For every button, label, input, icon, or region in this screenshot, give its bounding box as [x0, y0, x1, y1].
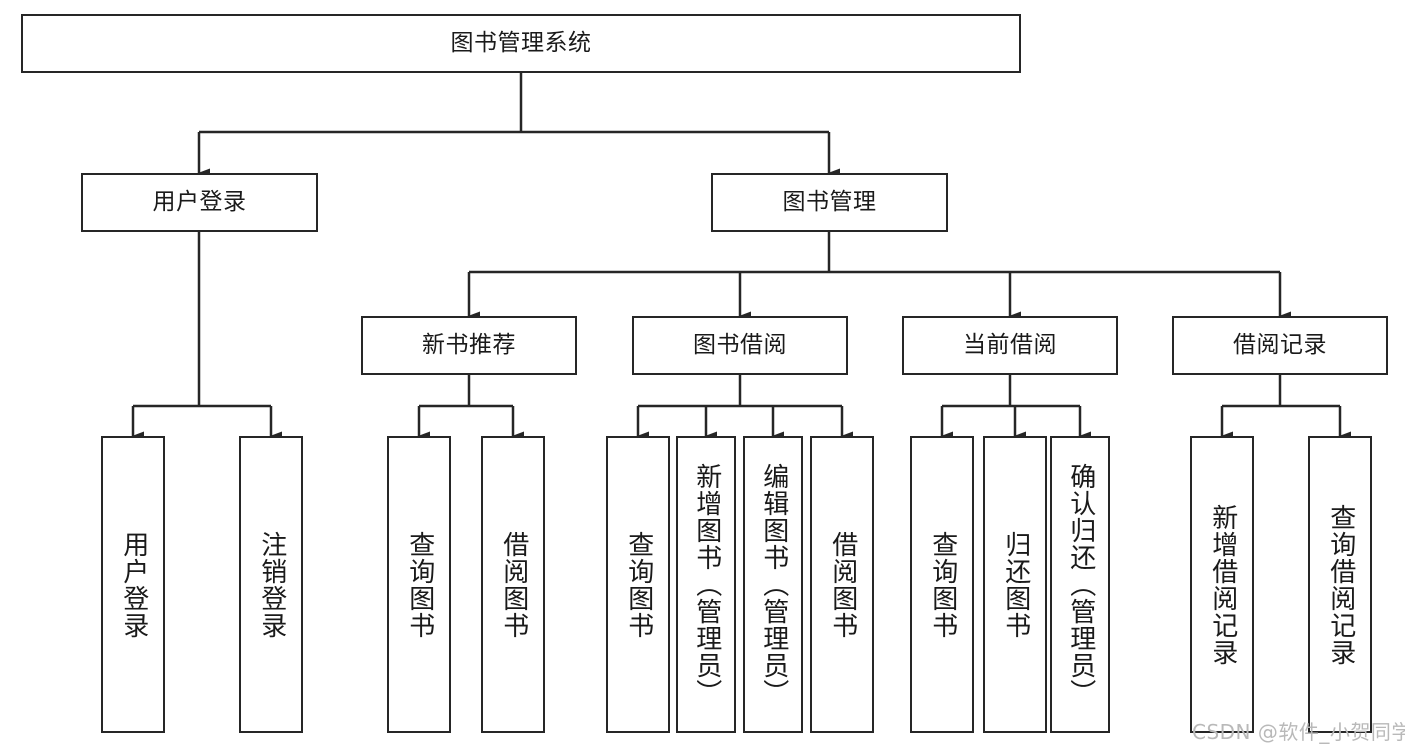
node-current-borrow[interactable]: 当前借阅 — [902, 316, 1118, 375]
node-leaf-add-record-label: 新增借阅记录 — [1207, 503, 1238, 666]
node-leaf-logout[interactable]: 注销登录 — [239, 436, 303, 733]
csdn-watermark: CSDN @软件_小贺同学 — [1192, 720, 1405, 744]
node-leaf-edit-book-label: 编辑图书（管理员） — [758, 463, 789, 706]
node-leaf-confirm-return[interactable]: 确认归还（管理员） — [1050, 436, 1110, 733]
node-root-label: 图书管理系统 — [450, 29, 592, 56]
node-leaf-query-book-2[interactable]: 查询图书 — [606, 436, 670, 733]
node-current-borrow-label: 当前借阅 — [963, 331, 1057, 358]
node-borrow-record[interactable]: 借阅记录 — [1172, 316, 1388, 375]
node-book-manage[interactable]: 图书管理 — [711, 173, 948, 232]
node-leaf-borrow-book-1-label: 借阅图书 — [498, 530, 529, 639]
node-leaf-add-record[interactable]: 新增借阅记录 — [1190, 436, 1254, 733]
node-leaf-user-login-label: 用户登录 — [118, 530, 149, 639]
node-leaf-borrow-book-1[interactable]: 借阅图书 — [481, 436, 545, 733]
node-leaf-user-login[interactable]: 用户登录 — [101, 436, 165, 733]
node-leaf-add-book-label: 新增图书（管理员） — [691, 463, 722, 706]
node-user-login-label: 用户登录 — [152, 188, 247, 215]
node-book-manage-label: 图书管理 — [782, 188, 877, 215]
node-root[interactable]: 图书管理系统 — [21, 14, 1021, 73]
node-book-borrow-label: 图书借阅 — [693, 331, 787, 358]
node-leaf-query-book-1[interactable]: 查询图书 — [387, 436, 451, 733]
node-new-book-rec[interactable]: 新书推荐 — [361, 316, 577, 375]
node-leaf-add-book[interactable]: 新增图书（管理员） — [676, 436, 736, 733]
node-leaf-query-book-3[interactable]: 查询图书 — [910, 436, 974, 733]
node-leaf-borrow-book-2-label: 借阅图书 — [827, 530, 858, 639]
node-leaf-edit-book[interactable]: 编辑图书（管理员） — [743, 436, 803, 733]
node-leaf-logout-label: 注销登录 — [256, 530, 287, 639]
node-leaf-return-book[interactable]: 归还图书 — [983, 436, 1047, 733]
node-borrow-record-label: 借阅记录 — [1233, 331, 1327, 358]
node-leaf-query-record-label: 查询借阅记录 — [1325, 503, 1356, 666]
node-leaf-query-book-1-label: 查询图书 — [404, 530, 435, 639]
node-new-book-rec-label: 新书推荐 — [422, 331, 516, 358]
node-user-login[interactable]: 用户登录 — [81, 173, 318, 232]
node-leaf-query-record[interactable]: 查询借阅记录 — [1308, 436, 1372, 733]
node-leaf-return-book-label: 归还图书 — [1000, 530, 1031, 639]
node-book-borrow[interactable]: 图书借阅 — [632, 316, 848, 375]
node-leaf-borrow-book-2[interactable]: 借阅图书 — [810, 436, 874, 733]
node-leaf-query-book-2-label: 查询图书 — [623, 530, 654, 639]
node-leaf-confirm-return-label: 确认归还（管理员） — [1065, 463, 1096, 706]
node-leaf-query-book-3-label: 查询图书 — [927, 530, 958, 639]
